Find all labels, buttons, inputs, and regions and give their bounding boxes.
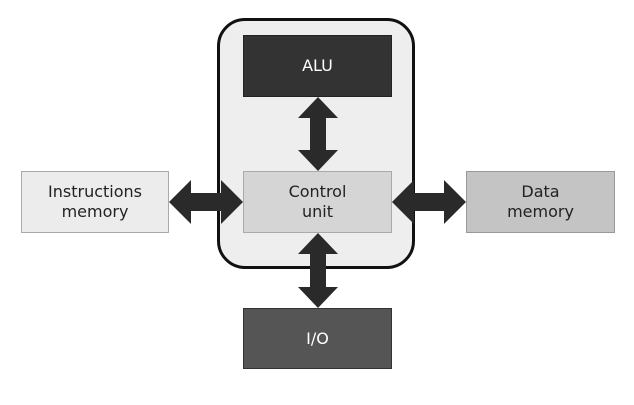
data-memory-label: Data memory xyxy=(507,182,574,221)
control-io-arrow xyxy=(298,233,338,308)
alu-label: ALU xyxy=(302,56,333,75)
control-unit-box: Control unit xyxy=(243,171,392,233)
data-memory-box: Data memory xyxy=(466,171,615,233)
instructions-memory-box: Instructions memory xyxy=(21,171,169,233)
alu-control-arrow xyxy=(298,97,338,171)
io-box: I/O xyxy=(243,308,392,369)
io-label: I/O xyxy=(306,328,329,348)
control-data-arrow xyxy=(392,180,466,224)
control-unit-label: Control unit xyxy=(288,182,347,221)
instructions-control-arrow xyxy=(169,180,243,224)
instructions-memory-label: Instructions memory xyxy=(48,182,142,221)
alu-box: ALU xyxy=(243,35,392,97)
